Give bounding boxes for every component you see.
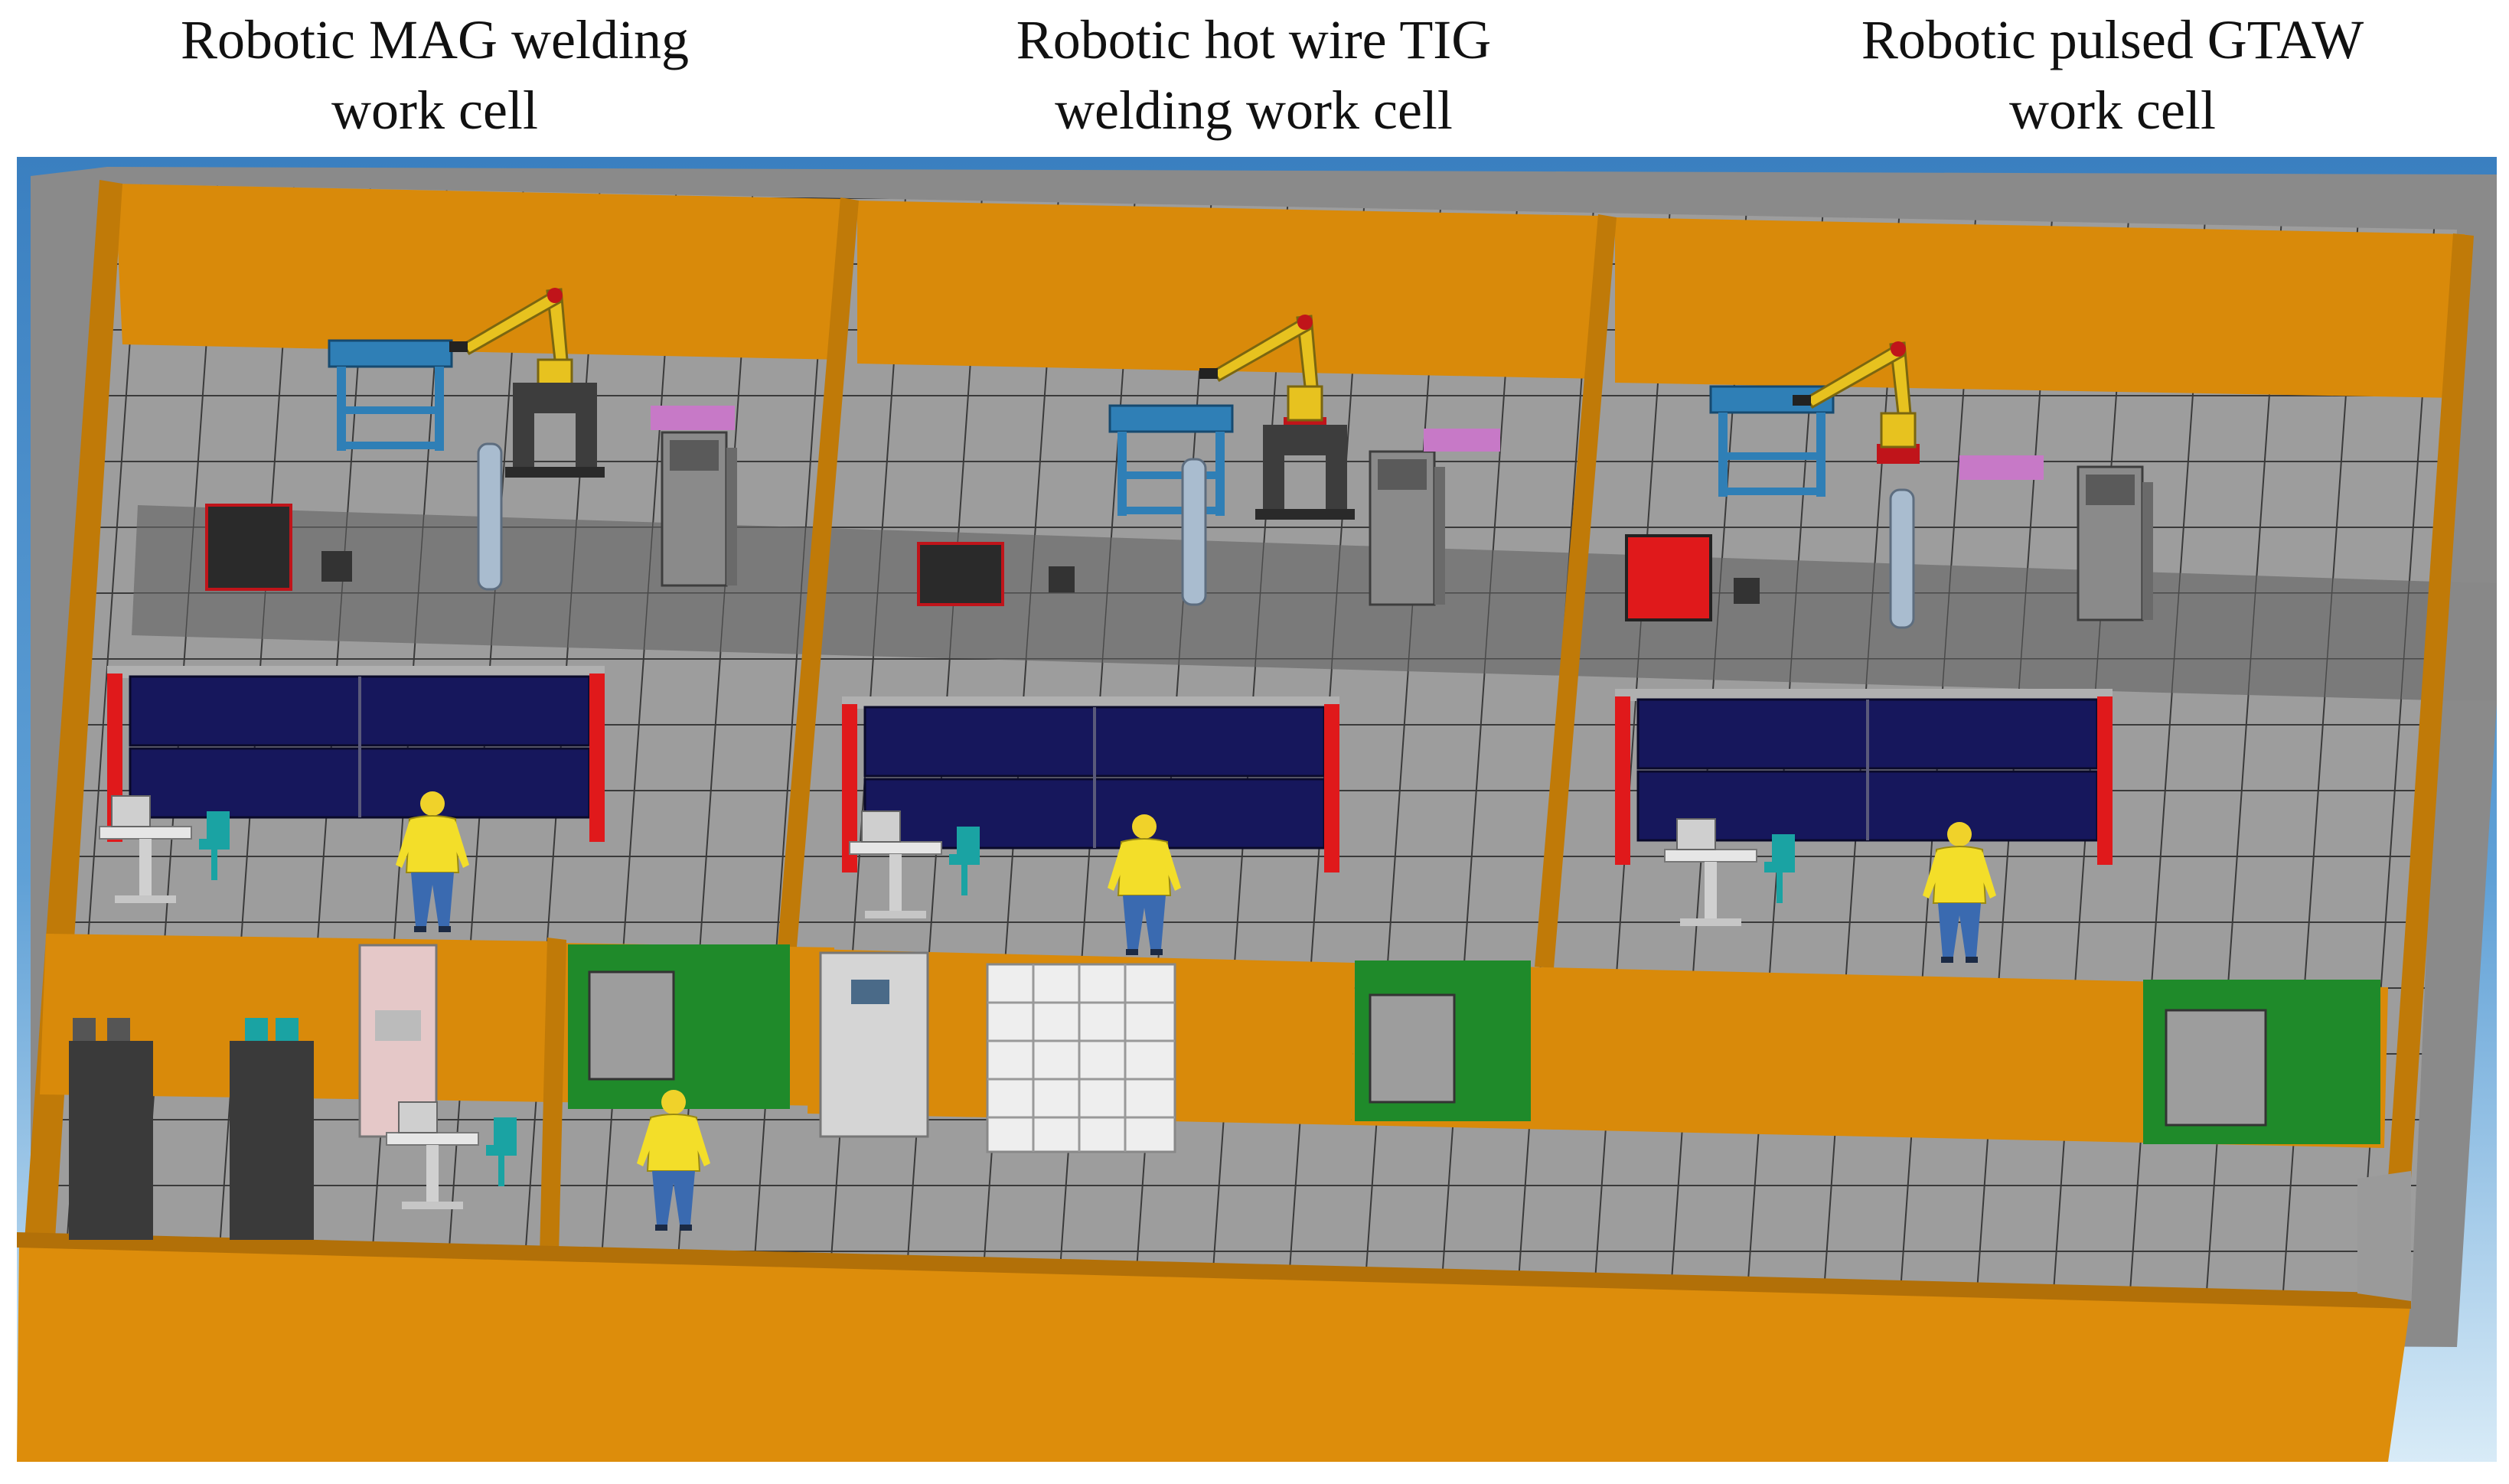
cell2-wire-feeder xyxy=(1049,566,1075,592)
cell1-back-wall xyxy=(115,184,842,360)
right-wall xyxy=(2388,233,2474,1179)
cell3-front-wall xyxy=(1351,963,2388,1148)
front-wall xyxy=(17,1240,2411,1462)
cell-label-mag: Robotic MAG welding work cell xyxy=(181,9,689,141)
cell-label-pulsed-gtaw: Robotic pulsed GTAW work cell xyxy=(1861,9,2364,141)
cell3-back-wall xyxy=(1615,217,2465,398)
cell3-wire-feeder xyxy=(1734,578,1760,604)
divider-1 xyxy=(777,197,859,957)
cell2-pendant xyxy=(1424,429,1500,452)
cell2-gas-cylinder xyxy=(1181,458,1207,606)
cell-label-hot-wire-tig: Robotic hot wire TIG welding work cell xyxy=(1016,9,1492,141)
cell3-pendant xyxy=(1959,455,2044,480)
office-shelves xyxy=(69,1018,314,1240)
office-divider xyxy=(540,938,566,1255)
aisle-exit xyxy=(2434,582,2497,700)
cell1-controller xyxy=(661,431,739,587)
storage-rack xyxy=(986,963,1176,1153)
cell3-gas-cylinder xyxy=(1889,488,1915,629)
cell1-pendant xyxy=(651,406,735,430)
cell3-power-source xyxy=(1625,534,1712,621)
cell1-wire-feeder xyxy=(321,551,352,582)
cell1-gas-cylinder xyxy=(477,442,503,591)
cell2-back-wall xyxy=(857,201,1600,379)
door xyxy=(2357,1171,2411,1301)
front-wall-top xyxy=(17,1232,2411,1309)
cell2-controller xyxy=(1369,450,1447,606)
cell1-curtain xyxy=(106,664,606,843)
cell2-power-source xyxy=(917,542,1004,606)
cell3-controller xyxy=(2077,465,2155,621)
cell1-power-source xyxy=(205,504,292,591)
storage-rack-shelves xyxy=(987,964,1175,1152)
divider-2 xyxy=(1535,214,1617,968)
